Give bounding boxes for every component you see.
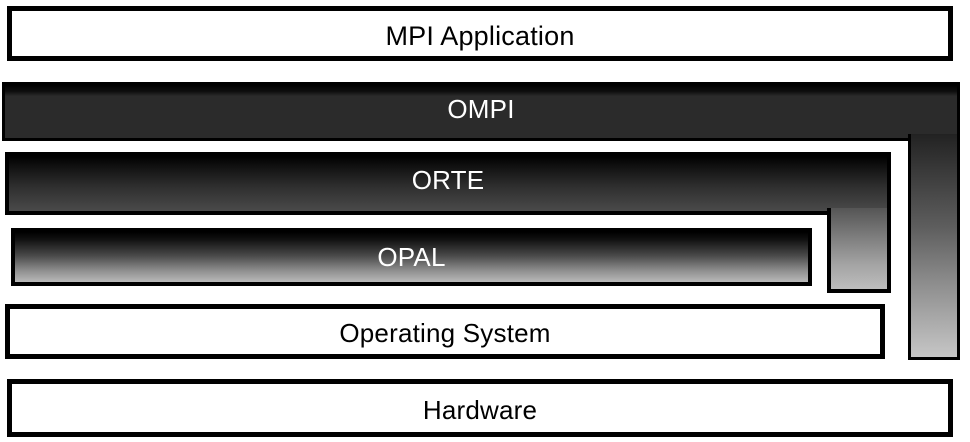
- layer-label-mpi-application: MPI Application: [385, 21, 575, 51]
- layer-label-orte: ORTE: [411, 165, 485, 195]
- layer-box-hardware: Hardware: [7, 379, 953, 437]
- orte-horizontal-bar: [5, 152, 891, 215]
- layer-box-operating-system: Operating System: [5, 304, 885, 359]
- layer-box-mpi-application: MPI Application: [7, 6, 953, 61]
- layer-box-ompi: OMPI: [2, 82, 960, 360]
- layer-box-opal: OPAL: [11, 228, 812, 286]
- orte-right-descender: [827, 208, 891, 293]
- layer-label-operating-system: Operating System: [339, 318, 551, 348]
- ompi-right-descender: [908, 134, 960, 360]
- layer-box-orte: ORTE: [5, 152, 891, 293]
- layer-label-opal: OPAL: [377, 242, 446, 272]
- ompi-horizontal-bar: [2, 82, 960, 141]
- layer-label-ompi: OMPI: [447, 94, 515, 124]
- layer-label-hardware: Hardware: [422, 395, 538, 425]
